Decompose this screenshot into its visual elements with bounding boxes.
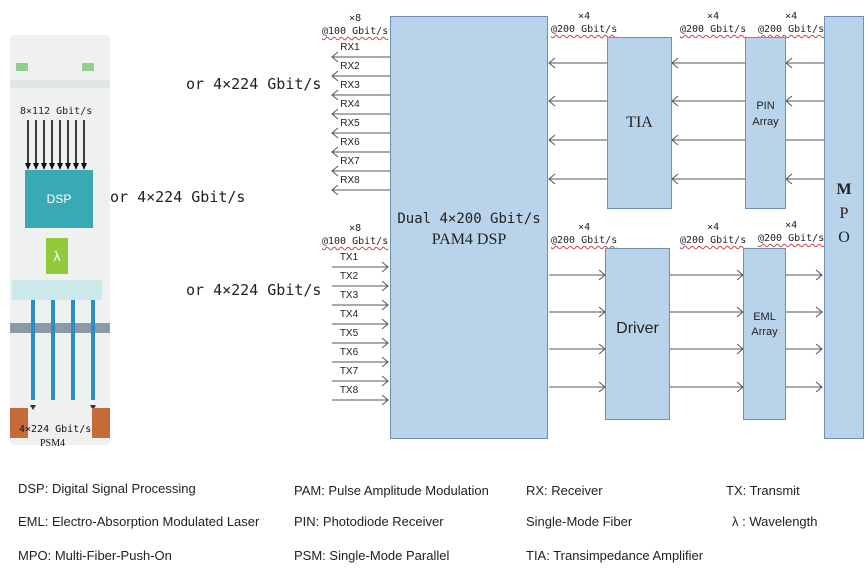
driver-label: Driver [616,320,659,337]
module-lambda-chip: λ [46,238,68,274]
rate-count: ×4 [785,11,798,22]
rate-label-rx-tia-pin: ×4 @200 Gbit/s [680,10,746,36]
rate-count: ×4 [785,220,798,231]
module-dsp-chip: DSP [25,170,93,228]
rate-count: ×4 [578,222,591,233]
module-connector-right [92,408,110,438]
rate-speed: @200 Gbit/s [551,24,618,35]
module-optics-bar [12,280,102,300]
module-side-label: or 4×224 Gbit/s [110,188,245,206]
rate-label-tx-eml-mpo: ×4 @200 Gbit/s [758,219,824,245]
tx-lane-label: TX8 [339,385,359,396]
rx-lane-label: RX8 [340,175,360,186]
module-fibers [30,300,96,410]
tx-lane-label: TX7 [339,366,359,377]
tia-block: TIA [607,37,672,209]
legend-item: PAM: Pulse Amplitude Modulation [294,483,489,498]
tx-lane-label: TX6 [339,347,359,358]
eml-label-line1: EML [753,311,776,323]
module-band [10,80,110,88]
rate-count: ×4 [707,11,720,22]
tx-lane-label: TX1 [339,252,359,263]
legend-item: RX: Receiver [526,483,603,498]
rate-label-tx-host: ×8 @100 Gbit/s [322,222,388,248]
dsp-title: Dual 4×200 Gbit/s [391,210,547,227]
tx-lane-label: TX2 [339,271,359,282]
dsp-block: Dual 4×200 Gbit/s PAM4 DSP [390,16,548,439]
rate-speed: @200 Gbit/s [758,233,825,244]
driver-block: Driver [605,248,670,420]
module-psm-rate: 4×224 Gbit/s [19,424,92,435]
eml-label-line2: Array [751,326,778,338]
tx-side-label-text: or 4×224 Gbit/s [186,281,322,299]
rx-lane-label: RX5 [340,118,360,129]
pin-array-block: PIN Array [745,37,786,209]
tx-lane-label: TX4 [339,309,359,320]
rate-speed: @100 Gbit/s [322,236,389,247]
rate-label-rx-pin-mpo: ×4 @200 Gbit/s [758,10,824,36]
legend-item: DSP: Digital Signal Processing [18,481,196,496]
mpo-label-o: O [838,229,850,246]
rate-label-tx-driver-eml: ×4 @200 Gbit/s [680,221,746,247]
pin-label-line2: Array [752,116,779,128]
legend-item: EML: Electro-Absorption Modulated Laser [18,514,260,529]
legend-item: PSM: Single-Mode Parallel [294,548,450,563]
rx-lane-label: RX2 [340,61,360,72]
legend-item: PIN: Photodiode Receiver [294,514,444,529]
rate-count: ×8 [349,13,362,24]
rate-speed: @200 Gbit/s [680,235,747,246]
module-side-label-text: or 4×224 Gbit/s [110,188,246,206]
module-input-label: 8×112 Gbit/s [20,106,93,117]
eml-array-block: EML Array [743,248,786,420]
rate-count: ×4 [707,222,720,233]
lambda-icon: λ [53,248,61,264]
rx-lane-label: RX7 [340,156,360,167]
legend-item: Single-Mode Fiber [526,514,633,529]
module-top-pad [16,63,28,71]
rx-side-label: or 4×224 Gbit/s [186,75,321,93]
tx-side-label: or 4×224 Gbit/s [186,281,321,299]
tx-lane-label: TX5 [339,328,359,339]
dsp-subtitle: PAM4 DSP [431,231,507,248]
mpo-block: M P O [824,16,864,439]
dsp-title-line1: Dual 4×200 Gbit/s [397,211,541,227]
rate-speed: @100 Gbit/s [322,26,389,37]
legend-item: TX: Transmit [726,483,800,498]
rate-speed: @200 Gbit/s [758,24,825,35]
rx-lane-label: RX1 [340,42,360,53]
rate-label-tx-dsp-driver: ×4 @200 Gbit/s [551,221,617,247]
legend-item: TIA: Transimpedance Amplifier [526,548,704,563]
rate-count: ×8 [349,223,362,234]
rate-speed: @200 Gbit/s [551,235,618,246]
module-psm-label: PSM4 [40,438,66,449]
module-separator [10,323,110,333]
module-connector-left [10,408,28,438]
rx-lane-label: RX6 [340,137,360,148]
rx-side-label-text: or 4×224 Gbit/s [186,75,322,93]
rate-count: ×4 [578,11,591,22]
rx-lane-label: RX4 [340,99,360,110]
rate-speed: @200 Gbit/s [680,24,747,35]
mpo-label-p: P [839,205,849,222]
pin-label-line1: PIN [756,100,775,112]
tx-lane-label: TX3 [339,290,359,301]
module-dsp-label: DSP [46,192,72,206]
module-top-pad [82,63,94,71]
rate-label-rx-host: ×8 @100 Gbit/s [322,12,388,38]
legend-item: MPO: Multi-Fiber-Push-On [18,548,172,563]
module-input-arrows [25,120,87,170]
legend-item: λ : Wavelength [732,514,818,529]
tia-label: TIA [626,114,653,131]
rx-lane-label: RX3 [340,80,360,91]
mpo-label-m: M [836,181,852,198]
rate-label-rx-dsp-tia: ×4 @200 Gbit/s [551,10,617,36]
